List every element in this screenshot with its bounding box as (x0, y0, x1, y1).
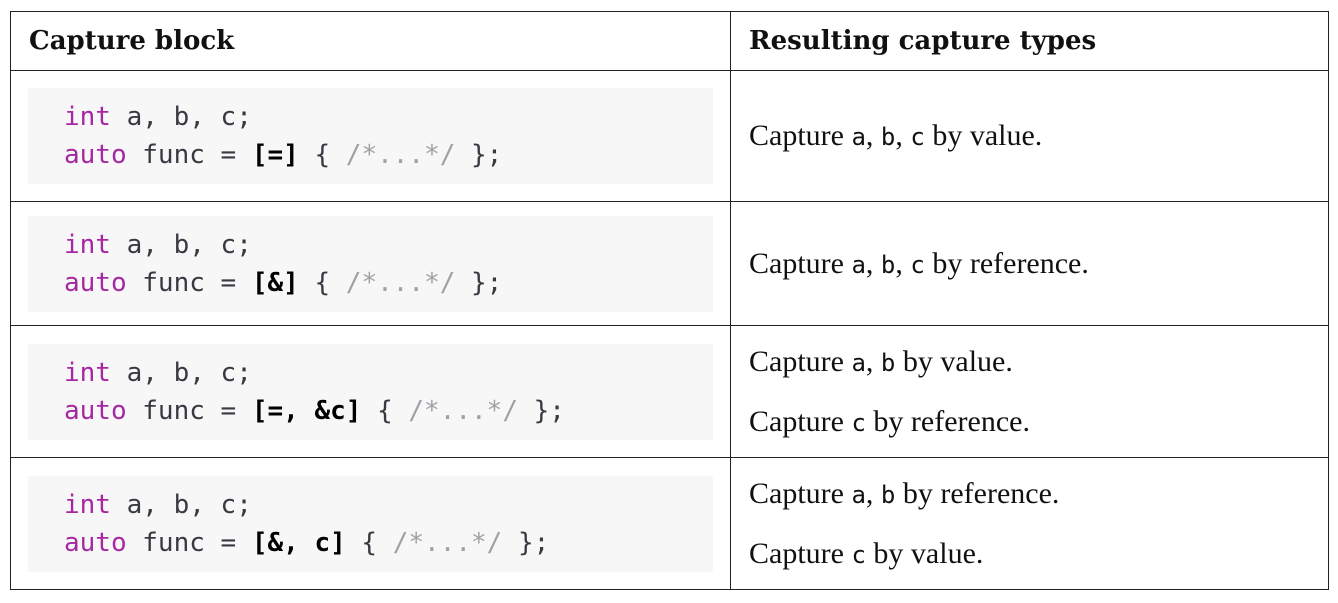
table-row: int a, b, c; auto func = [&] { /*...*/ }… (10, 201, 1329, 326)
header-capture-block: Capture block (10, 11, 731, 71)
comment: /*...*/ (345, 140, 456, 170)
capture-clause: [=, &c] (251, 395, 362, 426)
result-text: Capture (749, 476, 852, 510)
result-text: by value. (895, 344, 1013, 378)
result-text: by reference. (924, 246, 1089, 280)
result-text: by reference. (895, 476, 1060, 510)
code-text: { (345, 527, 393, 558)
capture-block-cell: int a, b, c; auto func = [=] { /*...*/ }… (10, 70, 731, 202)
result-text: , (865, 246, 881, 280)
keyword: int (64, 357, 111, 388)
keyword: int (64, 229, 111, 260)
keyword: auto (64, 140, 127, 170)
result-line: Capture a, b by value. (749, 345, 1328, 379)
code-text: a, b, c; (110, 357, 252, 388)
code-text: }; (502, 527, 550, 558)
result-line: Capture a, b by reference. (749, 477, 1328, 511)
code-line: int a, b, c; (64, 486, 713, 524)
header-row: Capture block Resulting capture types (10, 11, 1329, 71)
result-text: Capture (749, 246, 852, 280)
code-text: a, b, c; (110, 489, 252, 520)
result-text: , (895, 246, 911, 280)
result-cell: Capture a, b by value.Capture c by refer… (730, 325, 1329, 458)
header-resulting-types: Resulting capture types (730, 11, 1329, 71)
table-row: int a, b, c; auto func = [=] { /*...*/ }… (10, 70, 1329, 202)
capture-clause: [&] (251, 267, 299, 298)
keyword: auto (64, 527, 127, 558)
code-text: func = (126, 395, 252, 426)
code-text: a, b, c; (110, 229, 252, 260)
result-cell: Capture a, b by reference.Capture c by v… (730, 457, 1329, 590)
variable-name: c (910, 123, 925, 151)
code-text: { (361, 395, 409, 426)
variable-name: b (880, 480, 896, 509)
code-line: auto func = [=, &c] { /*...*/ }; (64, 392, 713, 430)
code-line: auto func = [&, c] { /*...*/ }; (64, 524, 713, 562)
result-line: Capture a, b, c by reference. (749, 247, 1328, 281)
keyword: int (64, 489, 111, 520)
code-text: a, b, c; (110, 102, 252, 132)
capture-block-cell: int a, b, c; auto func = [&] { /*...*/ }… (10, 201, 731, 326)
capture-block-cell: int a, b, c; auto func = [&, c] { /*...*… (10, 457, 731, 590)
code-line: auto func = [=] { /*...*/ }; (64, 136, 713, 174)
result-text: by value. (924, 119, 1043, 152)
result-line: Capture c by value. (749, 537, 1328, 571)
code-text: { (298, 140, 346, 170)
code-text: func = (126, 267, 252, 298)
code-text: }; (455, 140, 503, 170)
variable-name: a (851, 123, 866, 151)
code-block: int a, b, c; auto func = [&] { /*...*/ }… (28, 215, 713, 312)
code-line: auto func = [&] { /*...*/ }; (64, 264, 713, 302)
code-text: { (298, 267, 346, 298)
comment: /*...*/ (392, 527, 503, 558)
keyword: auto (64, 267, 127, 298)
capture-block-cell: int a, b, c; auto func = [=, &c] { /*...… (10, 325, 731, 458)
result-cell: Capture a, b, c by reference. (730, 201, 1329, 326)
variable-name: b (880, 348, 896, 377)
result-text: , (865, 344, 881, 378)
result-line: Capture a, b, c by value. (749, 119, 1328, 153)
code-block: int a, b, c; auto func = [&, c] { /*...*… (28, 475, 713, 572)
variable-name: c (851, 540, 866, 569)
code-line: int a, b, c; (64, 354, 713, 392)
variable-name: a (851, 348, 866, 377)
result-text: Capture (749, 119, 852, 152)
result-cell: Capture a, b, c by value. (730, 70, 1329, 202)
capture-table: Capture block Resulting capture types in… (10, 11, 1329, 590)
result-text: , (865, 119, 881, 152)
code-line: int a, b, c; (64, 98, 713, 136)
code-block: int a, b, c; auto func = [=] { /*...*/ }… (28, 88, 713, 184)
table-row: int a, b, c; auto func = [=, &c] { /*...… (10, 325, 1329, 458)
result-text: Capture (749, 404, 852, 438)
variable-name: b (880, 250, 896, 279)
comment: /*...*/ (408, 395, 518, 426)
result-text: Capture (749, 536, 852, 570)
variable-name: a (851, 250, 866, 279)
variable-name: b (880, 123, 896, 151)
capture-clause: [=] (251, 140, 299, 170)
code-block: int a, b, c; auto func = [=, &c] { /*...… (28, 343, 713, 440)
variable-name: c (851, 408, 866, 437)
result-text: Capture (749, 344, 852, 378)
code-text: }; (455, 267, 503, 298)
capture-clause: [&, c] (251, 527, 346, 558)
variable-name: c (910, 250, 925, 279)
result-text: by value. (865, 536, 984, 570)
result-line: Capture c by reference. (749, 405, 1328, 439)
variable-name: a (851, 480, 866, 509)
code-text: func = (126, 527, 252, 558)
code-text: }; (517, 395, 565, 426)
comment: /*...*/ (345, 267, 456, 298)
code-text: func = (126, 140, 252, 170)
keyword: int (64, 102, 111, 132)
code-line: int a, b, c; (64, 226, 713, 264)
result-text: by reference. (865, 404, 1030, 438)
result-text: , (865, 476, 881, 510)
result-text: , (895, 119, 911, 152)
table-row: int a, b, c; auto func = [&, c] { /*...*… (10, 457, 1329, 590)
keyword: auto (64, 395, 127, 426)
